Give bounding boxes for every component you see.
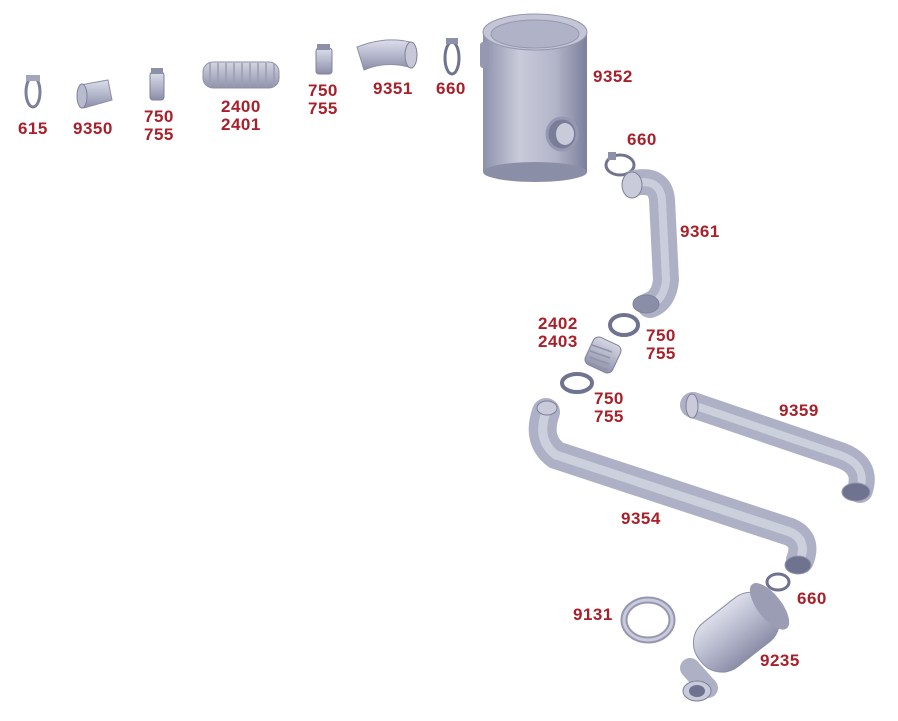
clamp-750-755-lower (560, 372, 594, 394)
label-615: 615 (18, 119, 48, 138)
pipe-9354 (528, 398, 817, 575)
label-9352: 9352 (593, 67, 633, 86)
muffler-9235 (680, 583, 790, 702)
label-9351: 9351 (373, 79, 413, 98)
label-9361: 9361 (680, 222, 720, 241)
label-660-b: 660 (627, 130, 657, 149)
clamp-615 (24, 75, 42, 109)
label-9131: 9131 (573, 605, 613, 624)
label-660-a: 660 (436, 79, 466, 98)
clamp-750-755-mid (608, 313, 640, 337)
clamp-660-lower (765, 572, 791, 592)
label-9350: 9350 (73, 119, 113, 138)
adapter-9350 (76, 79, 113, 109)
canister-9352 (480, 13, 588, 182)
clamp-750-755-top-left (149, 68, 165, 101)
label-9235: 9235 (760, 651, 800, 670)
pipe-9361 (621, 169, 680, 318)
clamp-750-755-top-mid (315, 44, 333, 75)
elbow-9351 (356, 39, 418, 71)
band-clamp-9131 (620, 596, 676, 644)
pipe-9359 (680, 392, 875, 503)
clamp-660-top (443, 38, 461, 76)
label-9359: 9359 (779, 401, 819, 420)
label-9354: 9354 (621, 509, 661, 528)
clamp-660-mid (604, 152, 636, 177)
label-660-c: 660 (797, 589, 827, 608)
flex-pipe-2402-2403 (584, 336, 622, 374)
flex-pipe-2400-2401 (202, 61, 280, 89)
